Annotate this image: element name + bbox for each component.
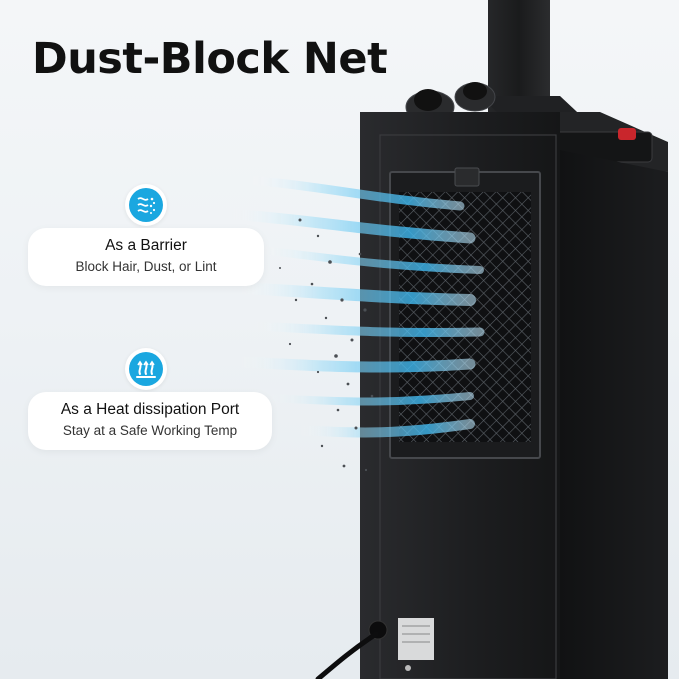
- heat-card: As a Heat dissipation Port Stay at a Saf…: [28, 392, 272, 450]
- heat-subtitle: Stay at a Safe Working Temp: [62, 423, 238, 438]
- rating-label: [398, 618, 434, 660]
- barrier-title: As a Barrier: [105, 237, 187, 254]
- barrier-badge: [125, 184, 167, 226]
- power-cord: [315, 631, 379, 679]
- heat-title: As a Heat dissipation Port: [60, 401, 240, 418]
- power-switch: [618, 128, 636, 140]
- heat-badge: [125, 348, 167, 390]
- dust-particles: [279, 218, 374, 472]
- air-filter-icon: [137, 197, 156, 214]
- barrier-card: As a Barrier Block Hair, Dust, or Lint: [28, 228, 264, 286]
- headline: Dust-Block Net: [32, 34, 388, 84]
- airflow-streams: [224, 175, 485, 438]
- heat-wave-icon: [136, 360, 156, 378]
- device-side: [560, 150, 668, 679]
- barrier-subtitle: Block Hair, Dust, or Lint: [75, 259, 217, 274]
